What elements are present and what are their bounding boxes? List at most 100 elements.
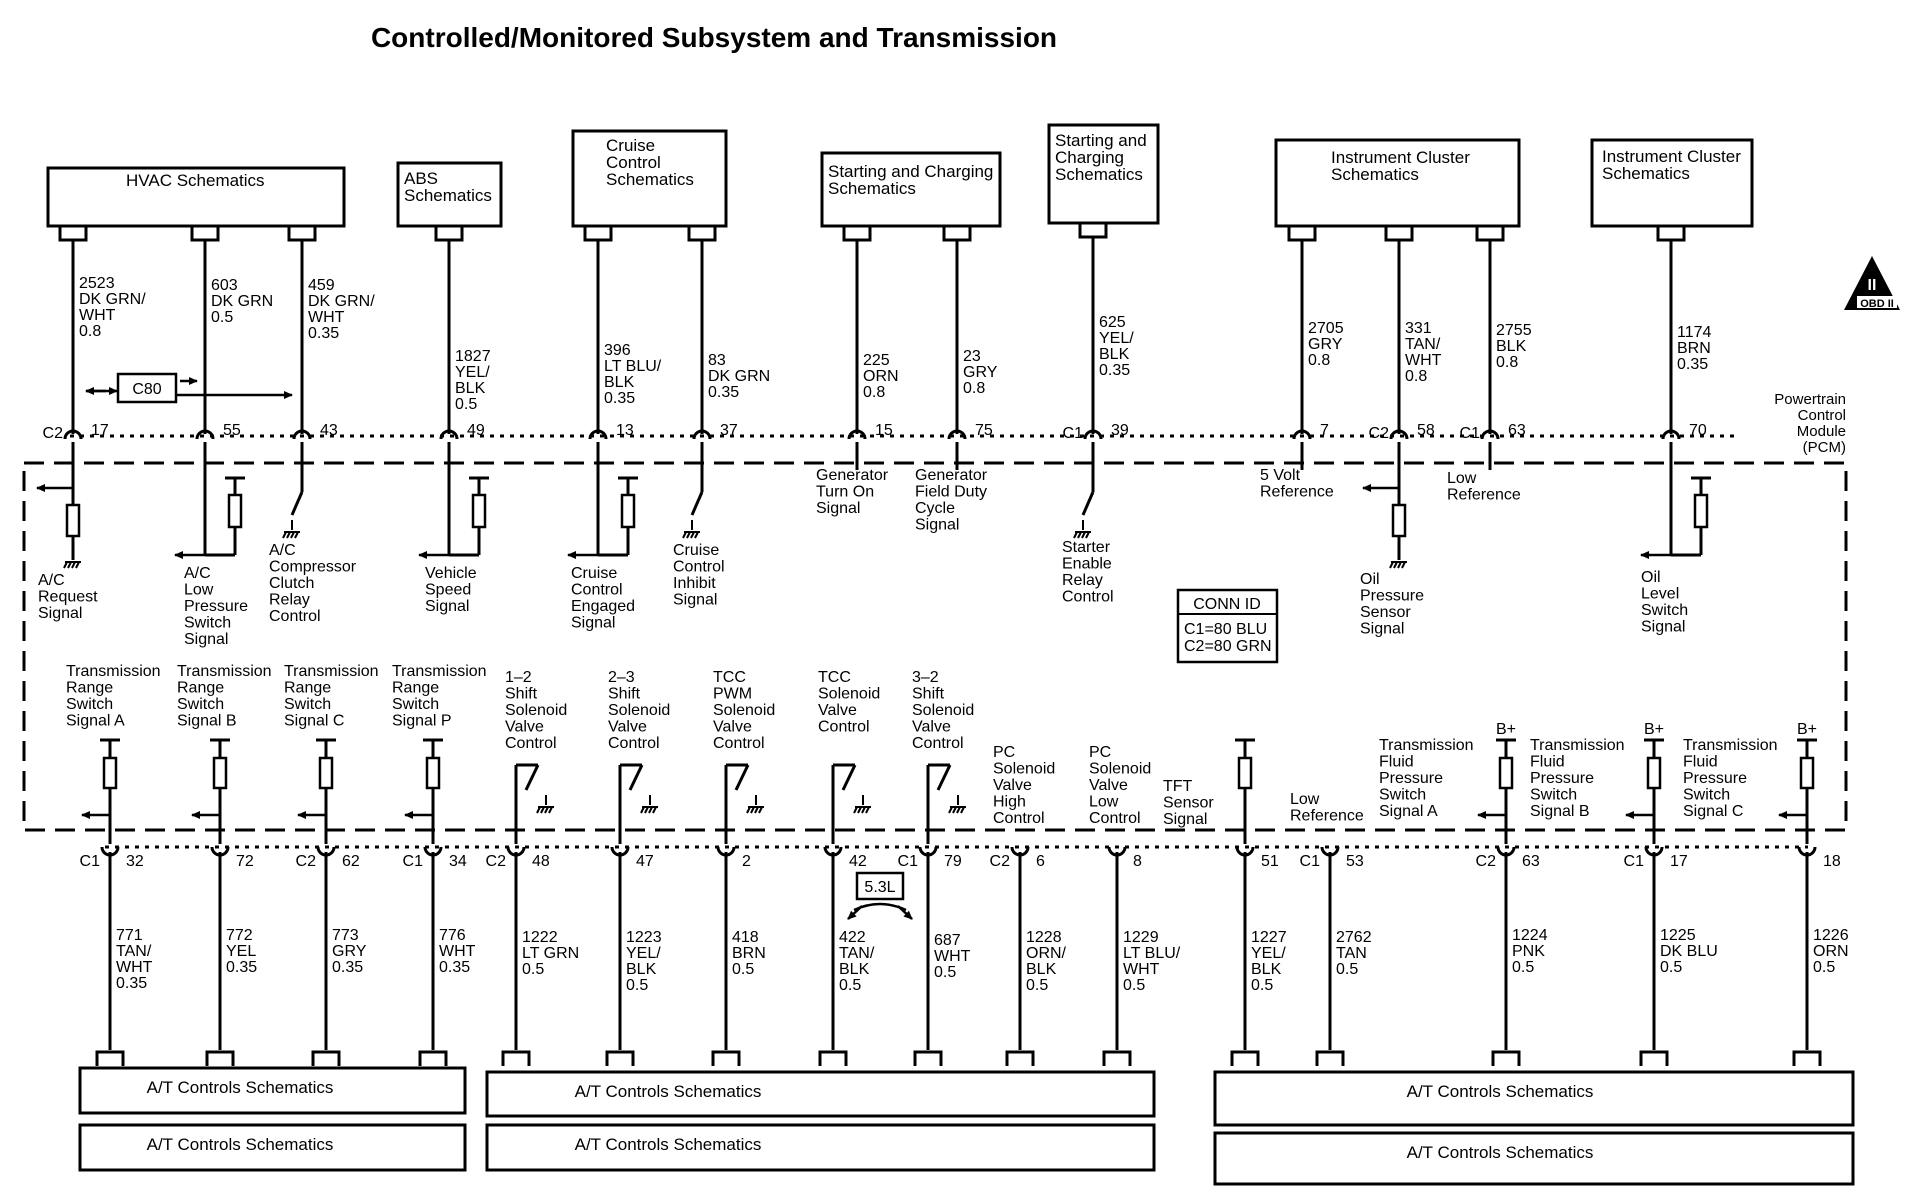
bottom-signal-label: Range — [392, 680, 439, 697]
pin-number: 58 — [1417, 422, 1435, 439]
pin-number: 42 — [849, 853, 867, 870]
connector-pin-symbol — [947, 429, 967, 440]
bottom-signal-label: Transmission — [1379, 737, 1474, 754]
bottom-wire-label: LT BLU/ — [1123, 945, 1181, 962]
top-signal-label: Signal — [425, 598, 469, 615]
connector-pin-symbol — [1292, 429, 1312, 440]
top-signal-label: Generator — [915, 467, 988, 484]
bottom-wire-label: YEL/ — [1251, 945, 1286, 962]
bottom-signal-label: 2–3 — [608, 669, 635, 686]
bottom-signal-label: Switch — [284, 696, 331, 713]
top-wire-label: WHT — [308, 309, 345, 326]
bottom-signal-label: Solenoid — [818, 686, 880, 703]
resistor-symbol — [1799, 756, 1815, 790]
top-signal-label: Cruise — [673, 542, 719, 559]
pin-number: 55 — [223, 422, 241, 439]
bottom-signal-label: Solenoid — [993, 761, 1055, 778]
bottom-signal-label: Signal — [1163, 811, 1207, 828]
bottom-wire-label: 1223 — [626, 929, 662, 946]
top-wire-label: 0.8 — [1308, 352, 1330, 369]
top-wire-label: 0.8 — [1496, 354, 1518, 371]
bottom-signal-label: Valve — [818, 702, 857, 719]
bottom-signal-label: Pressure — [1379, 770, 1443, 787]
pin-number: 48 — [532, 853, 550, 870]
pin-number: 51 — [1261, 853, 1279, 870]
pin-number: 72 — [236, 853, 254, 870]
bottom-signal-label: PC — [993, 744, 1015, 761]
bottom-wire-label: 0.5 — [1026, 977, 1048, 994]
top-wire-label: ORN — [863, 368, 899, 385]
top-box-label: Schematics — [606, 170, 694, 189]
bottom-wire-label: 0.5 — [1123, 977, 1145, 994]
top-signal-label: Cruise — [571, 565, 617, 582]
top-wire-label: 1174 — [1677, 324, 1712, 341]
top-signal-label: Starter — [1062, 539, 1111, 556]
ground-symbol — [536, 806, 554, 814]
bottom-signal-label: 1–2 — [505, 669, 532, 686]
bottom-signal-label: Solenoid — [505, 702, 567, 719]
pin-number: 47 — [636, 853, 654, 870]
bottom-wire-label: ORN/ — [1026, 945, 1067, 962]
top-wire-label: 331 — [1405, 320, 1432, 337]
top-wire-label: 0.35 — [1677, 356, 1708, 373]
pin-number: 63 — [1522, 853, 1540, 870]
connector-pin-symbol — [588, 429, 608, 440]
top-wire-label: 459 — [308, 277, 335, 294]
pcm-label: Powertrain — [1774, 391, 1846, 408]
top-box-label: Cruise — [606, 136, 655, 155]
connector-pin-symbol — [1480, 429, 1500, 440]
top-box-hvac: HVAC Schematics — [46, 166, 346, 242]
pcm-outline — [22, 434, 1848, 849]
connector-id: C1 — [80, 853, 101, 870]
bottom-signal-label: Transmission — [284, 663, 379, 680]
top-wire-label: 603 — [211, 277, 238, 294]
top-wire-label: WHT — [1405, 352, 1442, 369]
connector-id: C2 — [296, 853, 317, 870]
pin-number: 2 — [742, 853, 751, 870]
resistor-symbol — [1498, 756, 1514, 790]
top-wire-label: BRN — [1677, 340, 1711, 357]
bottom-wire-label: WHT — [1123, 961, 1160, 978]
bottom-wire-label: BLK — [626, 961, 657, 978]
engine-label: 5.3L — [864, 879, 895, 896]
ground-symbol — [1389, 561, 1407, 569]
bottom-signal-label: Transmission — [177, 663, 272, 680]
conn-id-title: CONN ID — [1193, 596, 1261, 613]
pin-number: 49 — [467, 422, 485, 439]
bottom-wire-label: 1226 — [1813, 927, 1849, 944]
bottom-box-label: A/T Controls Schematics — [575, 1135, 762, 1154]
bottom-wire-label: YEL/ — [626, 945, 661, 962]
bottom-signal-label: Valve — [912, 719, 951, 736]
top-wire-label: 0.8 — [963, 380, 985, 397]
c80-indicator: C80 — [85, 372, 293, 404]
bottom-signal-label: Reference — [1290, 808, 1364, 825]
top-wire-label: DK GRN — [211, 293, 273, 310]
top-wire-label: 0.35 — [604, 390, 635, 407]
obd-label: OBD II — [1860, 298, 1894, 310]
top-signal-label: Oil — [1360, 571, 1380, 588]
bottom-box-at-controls: A/T Controls Schematics — [485, 1070, 1156, 1118]
bottom-signal-label: Valve — [1089, 777, 1128, 794]
bottom-signal-label: Signal B — [177, 713, 237, 730]
top-wire-label: 0.8 — [1405, 368, 1427, 385]
bottom-wire-label: 0.35 — [439, 959, 470, 976]
bottom-signal-label: Signal B — [1530, 803, 1590, 820]
bottom-signal-label: Solenoid — [608, 702, 670, 719]
top-signal-label: A/C — [184, 565, 211, 582]
bottom-wire-label: BLK — [839, 961, 870, 978]
bottom-signal-label: Switch — [392, 696, 439, 713]
